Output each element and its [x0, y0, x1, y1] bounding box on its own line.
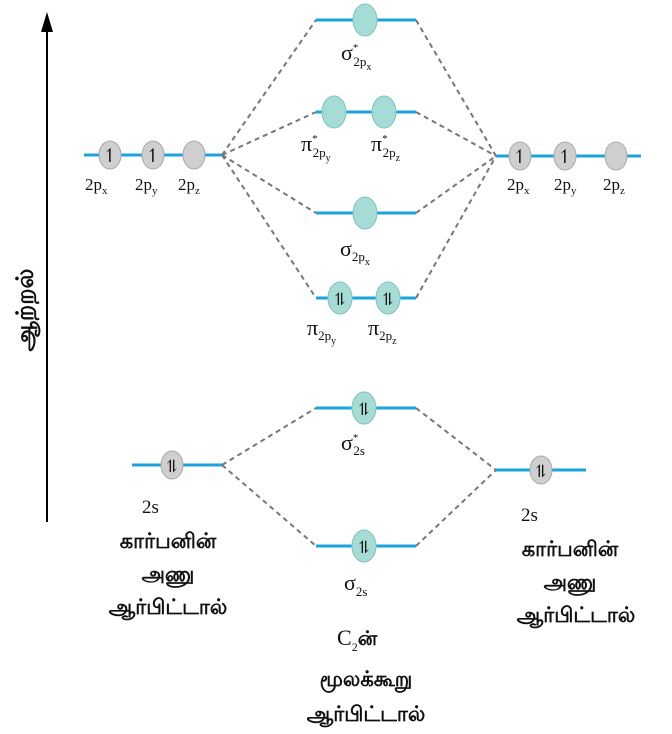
left-2p-labels: 2px 2py 2pz	[85, 175, 200, 197]
svg-text:⥮: ⥮	[357, 538, 371, 557]
pi-2p-level: ⥮ ⥮	[316, 281, 416, 315]
pi-2pz-label: π2pz	[368, 315, 397, 347]
right-2p-level: ↿ ↿	[496, 141, 641, 171]
correlation-lines	[221, 19, 497, 547]
svg-text:கார்பனின்: கார்பனின்	[120, 529, 217, 553]
right-2p-labels: 2px 2py 2pz	[507, 175, 625, 197]
svg-text:ஆர்பிட்டால்: ஆர்பிட்டால்	[307, 702, 426, 728]
right-2s-level: ⥮	[496, 455, 586, 485]
svg-text:2py: 2py	[554, 175, 577, 197]
svg-text:⥮: ⥮	[357, 400, 371, 419]
molecule-formula: C2ன்	[337, 625, 378, 654]
left-2s-label: 2s	[142, 497, 159, 518]
sigma-2px-label: σ2px	[340, 236, 370, 268]
pi-star-2py-label: π*2py	[301, 131, 331, 164]
sigma-2px-level	[316, 196, 416, 230]
sigma-2s-label: σ2s	[344, 570, 367, 599]
svg-text:ஆர்பிட்டால்: ஆர்பிட்டால்	[517, 603, 636, 629]
right-atom-caption: கார்பனின் அணு ஆர்பிட்டால்	[517, 537, 636, 629]
sigma-star-2px-label: σ*2px	[341, 40, 371, 73]
svg-text:2py: 2py	[135, 175, 158, 197]
svg-text:2px: 2px	[507, 175, 530, 197]
svg-text:↿: ↿	[145, 146, 161, 167]
svg-text:↿: ↿	[102, 146, 118, 167]
right-2s-label: 2s	[521, 505, 538, 526]
energy-axis-arrowhead	[41, 12, 53, 32]
left-2p-level: ↿ ↿	[84, 140, 222, 170]
energy-axis-label: ஆற்றல்	[11, 269, 41, 352]
svg-text:2pz: 2pz	[603, 175, 625, 197]
pi-star-2p-level	[316, 95, 416, 129]
svg-text:⥮: ⥮	[165, 457, 179, 476]
svg-text:அணு: அணு	[544, 570, 597, 596]
sigma-star-2s-level: ⥮	[316, 391, 416, 425]
svg-text:ஆர்பிட்டால்: ஆர்பிட்டால்	[109, 595, 228, 621]
molecule-caption: மூலக்கூறு ஆர்பிட்டால்	[307, 667, 426, 728]
pi-star-2pz-label: π*2pz	[371, 131, 401, 164]
svg-text:⥮: ⥮	[534, 462, 548, 481]
sigma-2s-level: ⥮	[316, 529, 416, 563]
left-2s-level: ⥮	[132, 450, 222, 480]
svg-text:↿: ↿	[557, 147, 573, 168]
svg-text:⥮: ⥮	[381, 290, 395, 309]
svg-text:மூலக்கூறு: மூலக்கூறு	[320, 667, 413, 693]
pi-2py-label: π2py	[307, 315, 336, 347]
svg-text:அணு: அணு	[142, 562, 195, 588]
svg-text:2px: 2px	[85, 175, 108, 197]
sigma-star-2s-label: σ*2s	[341, 430, 365, 458]
svg-text:↿: ↿	[512, 147, 528, 168]
left-atom-caption: கார்பனின் அணு ஆர்பிட்டால்	[109, 529, 228, 621]
sigma-star-2px-level	[316, 3, 416, 37]
svg-text:⥮: ⥮	[333, 290, 347, 309]
svg-text:2pz: 2pz	[178, 175, 200, 197]
svg-text:கார்பனின்: கார்பனின்	[522, 537, 619, 561]
